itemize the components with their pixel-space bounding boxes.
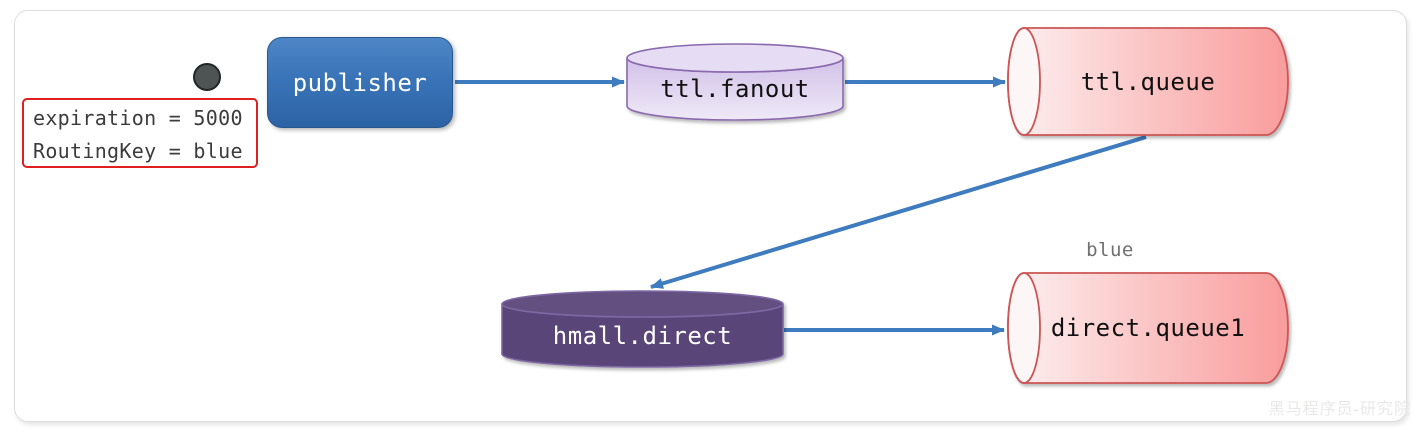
annotation-expiration-line: expiration = 5000 (33, 106, 243, 130)
message-properties-annotation: expiration = 5000 RoutingKey = blue (22, 98, 258, 168)
annotation-routingkey-line: RoutingKey = blue (33, 139, 243, 163)
ttl-queue-cylinder (1007, 27, 1289, 136)
arrow-ttl-queue-to-hmall-direct (650, 135, 1147, 289)
routing-key-blue-label: blue (1086, 239, 1134, 261)
message-dot (193, 63, 221, 91)
direct-queue1-cylinder (1007, 272, 1289, 384)
publisher-label: publisher (292, 68, 428, 97)
ttl-fanout-cylinder (626, 43, 844, 121)
watermark-text: 黑马程序员-研究院 (1268, 401, 1411, 418)
hmall-direct-cylinder (501, 290, 784, 368)
publisher-node: publisher (267, 37, 453, 128)
